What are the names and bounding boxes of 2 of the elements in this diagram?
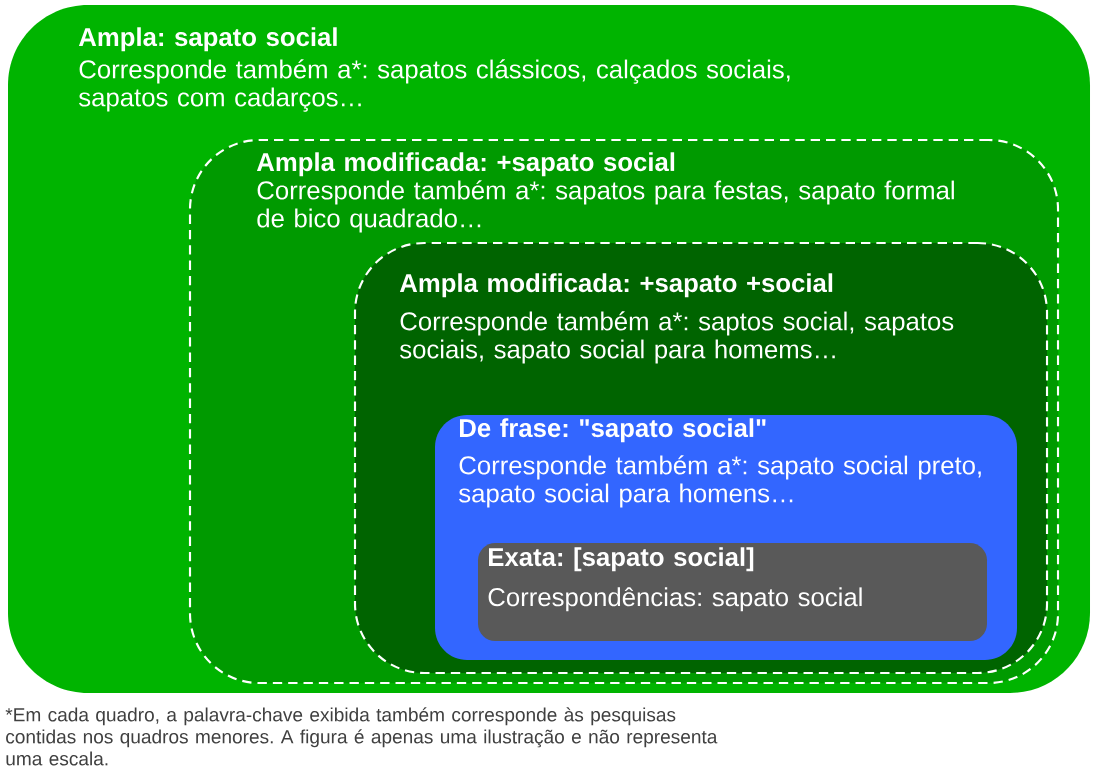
footnote: *Em cada quadro, a palavra-chave exibida também corresponde às pesquisas contidas nos quadros menores. A figura é apenas uma ilustração e não representa uma escala.: [5, 707, 718, 766]
match-type-box: Exata: [sapato social] Correspondências: sapato social: [478, 543, 987, 641]
